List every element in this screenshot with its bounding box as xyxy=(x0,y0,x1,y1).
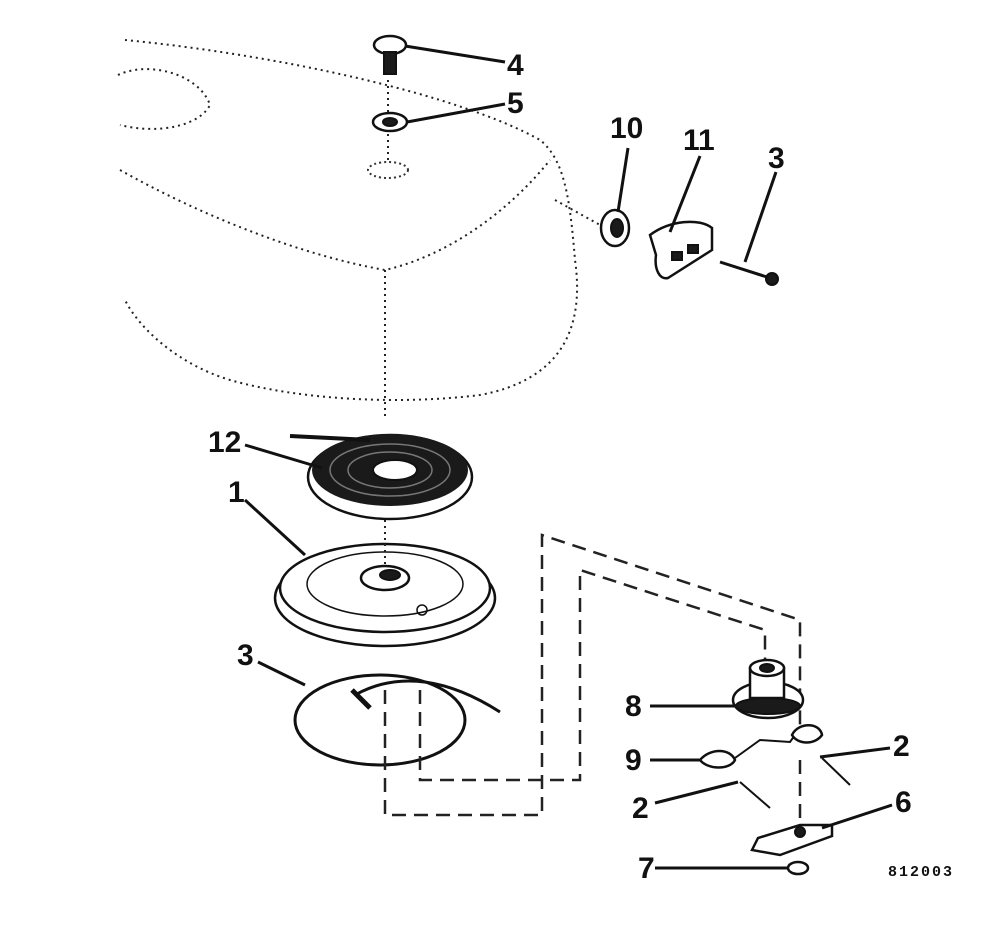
callout-2-left: 2 xyxy=(632,792,649,825)
grommet-part-10 xyxy=(599,208,631,248)
anchor-pin-part-3 xyxy=(719,260,779,286)
callout-5: 5 xyxy=(507,87,524,120)
callout-6: 6 xyxy=(895,786,912,819)
leader-lines xyxy=(243,44,893,870)
callout-10: 10 xyxy=(610,112,643,145)
callout-3-anchor: 3 xyxy=(768,142,785,175)
pawl-springs-part-2 xyxy=(739,757,851,809)
callout-12: 12 xyxy=(208,426,241,459)
retaining-ring-part-7 xyxy=(786,860,810,876)
callout-9: 9 xyxy=(625,744,642,777)
callout-1: 1 xyxy=(228,476,245,509)
figure-code: 812003 xyxy=(888,864,954,881)
pawl-part-6 xyxy=(750,823,834,857)
pawl-link-part-9 xyxy=(698,724,824,769)
pawl-hub-part-8 xyxy=(731,658,805,720)
callout-4: 4 xyxy=(507,49,524,82)
callout-3-rope: 3 xyxy=(237,639,254,672)
rewind-spring-part-12 xyxy=(289,433,474,521)
callout-8: 8 xyxy=(625,690,642,723)
callout-7: 7 xyxy=(638,852,655,885)
callout-11: 11 xyxy=(683,124,715,157)
starter-rope-part-3 xyxy=(293,673,501,767)
handle-part-11 xyxy=(648,220,714,280)
pulley-part-1 xyxy=(273,520,497,648)
callout-2-right: 2 xyxy=(893,730,910,763)
washer-part-5 xyxy=(371,111,409,133)
screw-part-4 xyxy=(372,34,408,75)
engine-cover-outline xyxy=(117,39,601,420)
